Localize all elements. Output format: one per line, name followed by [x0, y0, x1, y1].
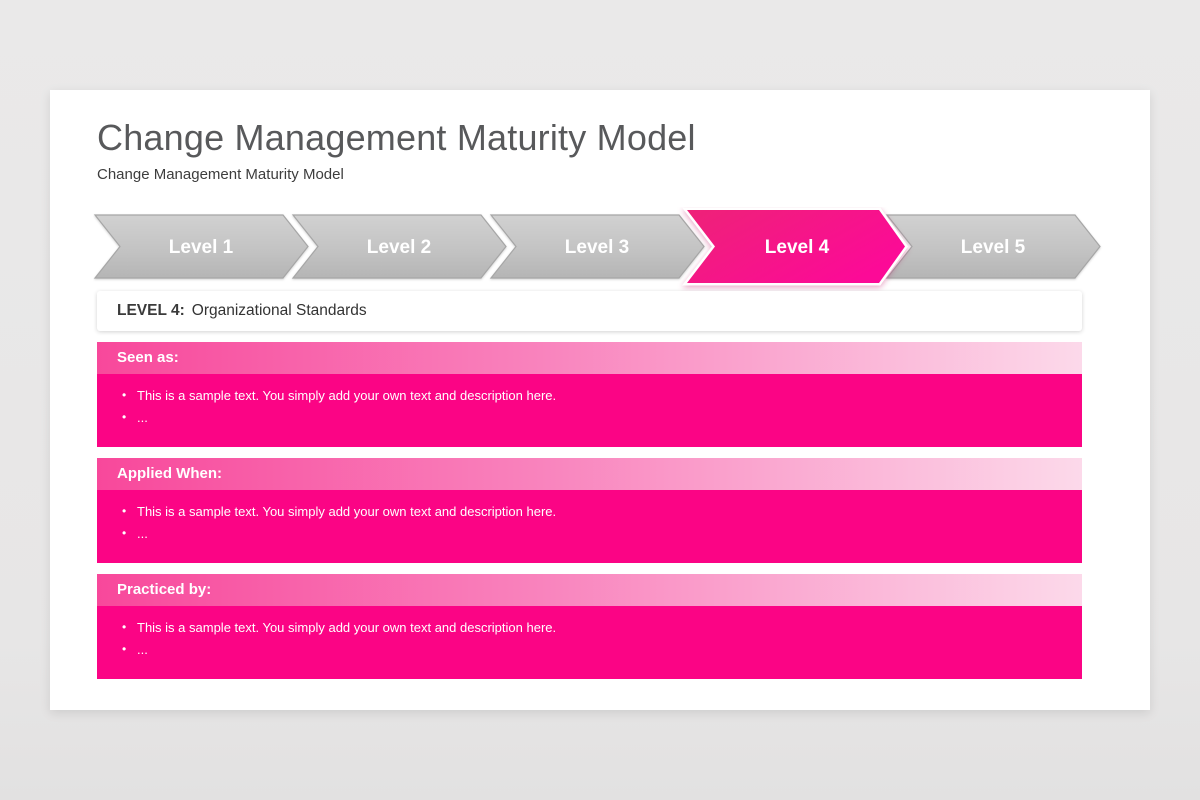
- level-chevron-2[interactable]: Level 2: [291, 214, 507, 279]
- bullet-item: ...: [122, 641, 1062, 658]
- detail-section-applied-when: Applied When: This is a sample text. You…: [97, 458, 1082, 563]
- chevron-shape: [885, 214, 1101, 279]
- chevron-shape: [291, 214, 507, 279]
- page-title: Change Management Maturity Model: [97, 117, 696, 158]
- level-chevron-1[interactable]: Level 1: [93, 214, 309, 279]
- section-header: Applied When:: [97, 458, 1082, 490]
- level-chevron-5[interactable]: Level 5: [885, 214, 1101, 279]
- bullet-item: This is a sample text. You simply add yo…: [122, 503, 1062, 520]
- detail-section-practiced-by: Practiced by: This is a sample text. You…: [97, 574, 1082, 679]
- level-label: Level 5: [961, 237, 1026, 258]
- chevron-shape: [489, 214, 705, 279]
- section-bullet-list: This is a sample text. You simply add yo…: [97, 374, 1082, 447]
- level-label: Level 3: [565, 237, 629, 258]
- section-header: Seen as:: [97, 342, 1082, 374]
- section-bullet-list: This is a sample text. You simply add yo…: [97, 490, 1082, 563]
- level-chevron-4-active[interactable]: Level 4: [681, 207, 909, 286]
- level-label: Level 1: [169, 237, 234, 258]
- section-bullet-list: This is a sample text. You simply add yo…: [97, 606, 1082, 679]
- level-chevron-3[interactable]: Level 3: [489, 214, 705, 279]
- level-label: Level 4: [765, 237, 830, 258]
- maturity-level-arrows: Level 1 Level 2 Level 3 Level 5 Level 4: [93, 207, 1101, 286]
- bullet-item: ...: [122, 525, 1062, 542]
- slide-card: Change Management Maturity Model Change …: [50, 90, 1150, 710]
- page-subtitle: Change Management Maturity Model: [97, 166, 344, 183]
- bullet-item: This is a sample text. You simply add yo…: [122, 619, 1062, 636]
- level-title: Organizational Standards: [191, 302, 367, 319]
- detail-section-seen-as: Seen as: This is a sample text. You simp…: [97, 342, 1082, 447]
- chevron-shape: [93, 214, 309, 279]
- level-detail-bar: LEVEL 4: Organizational Standards: [97, 291, 1082, 331]
- bullet-item: ...: [122, 409, 1062, 426]
- bullet-item: This is a sample text. You simply add yo…: [122, 387, 1062, 404]
- level-label: Level 2: [367, 237, 431, 258]
- level-prefix: LEVEL 4:: [117, 302, 185, 319]
- chevron-shape: [681, 207, 909, 286]
- section-header: Practiced by:: [97, 574, 1082, 606]
